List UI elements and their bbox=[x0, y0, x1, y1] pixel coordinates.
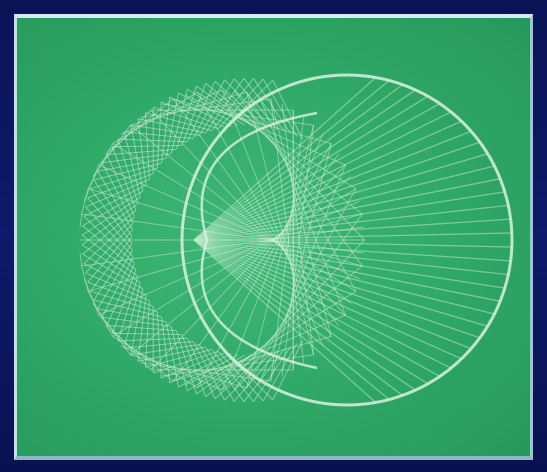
envelope-thread bbox=[197, 92, 356, 188]
lattice-thread bbox=[107, 155, 135, 217]
lattice-thread bbox=[112, 145, 181, 146]
envelope-thread bbox=[82, 266, 88, 291]
lattice-thread bbox=[112, 333, 181, 334]
fan-thread bbox=[194, 240, 471, 349]
green-board bbox=[14, 14, 533, 460]
lattice-thread bbox=[161, 353, 224, 378]
lattice-thread bbox=[118, 338, 187, 341]
lattice-thread bbox=[88, 198, 133, 250]
envelope-thread bbox=[82, 189, 88, 214]
thread-lines bbox=[80, 78, 512, 403]
lattice-thread bbox=[215, 81, 265, 126]
envelope-thread bbox=[80, 214, 82, 227]
fan-thread bbox=[194, 240, 461, 359]
lattice-thread bbox=[161, 102, 224, 127]
lattice-thread bbox=[85, 207, 133, 257]
envelope-thread bbox=[130, 177, 351, 355]
fan-thread bbox=[194, 131, 471, 240]
string-art-figure bbox=[17, 18, 530, 456]
lattice-thread bbox=[215, 354, 265, 399]
envelope-thread bbox=[130, 125, 351, 303]
envelope-thread bbox=[80, 253, 82, 266]
lattice-thread bbox=[118, 139, 187, 142]
fan-thread bbox=[194, 121, 461, 240]
